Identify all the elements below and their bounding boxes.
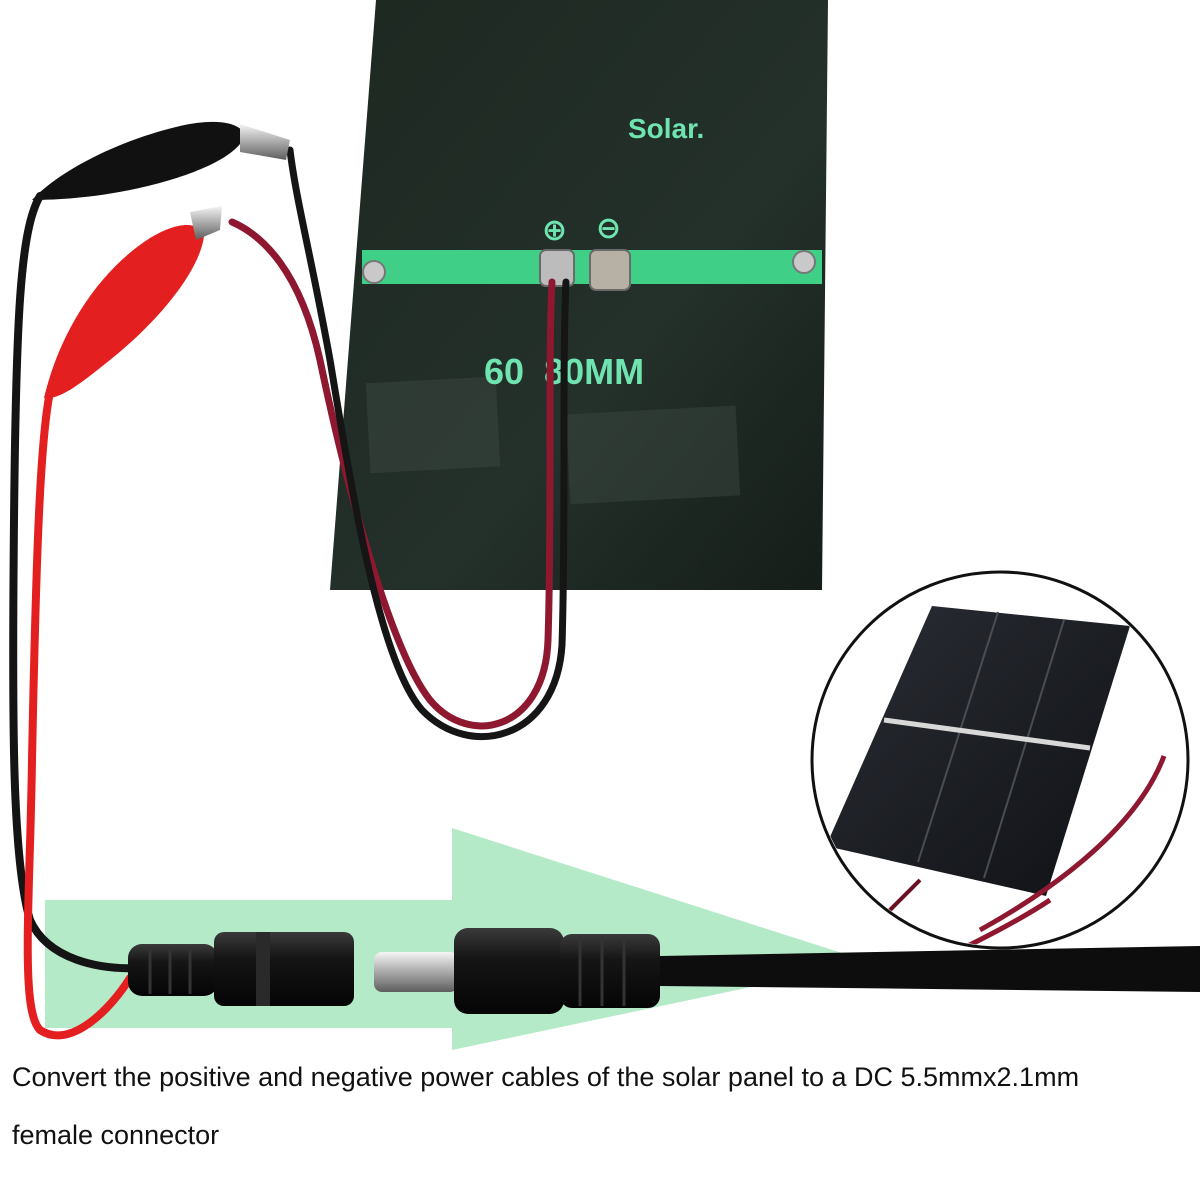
panel-lead-red bbox=[228, 218, 556, 730]
tape-strip-right bbox=[565, 405, 741, 505]
panel-inset bbox=[810, 570, 1190, 950]
clip-lead-black bbox=[9, 192, 144, 973]
screw-right bbox=[792, 250, 816, 274]
solder-pad-negative bbox=[589, 249, 631, 291]
screw-left bbox=[362, 260, 386, 284]
clip-lead-red bbox=[23, 388, 134, 1040]
panel-lead-black bbox=[286, 146, 570, 740]
solder-pad-positive bbox=[539, 249, 575, 287]
black-alligator-clip bbox=[32, 121, 290, 200]
red-alligator-clip bbox=[44, 206, 222, 399]
panel-brand-label: Solar. bbox=[628, 113, 704, 144]
tape-strip-left bbox=[365, 376, 501, 474]
female-dc-connector bbox=[128, 932, 354, 1006]
caption-line-2: female connector bbox=[12, 1120, 220, 1150]
positive-symbol: ⊕ bbox=[542, 213, 567, 248]
male-dc-connector bbox=[374, 928, 1200, 1014]
solar-panel-illustration: Solar. ⊕ ⊖ 60 80MM bbox=[9, 0, 1200, 1050]
negative-symbol: ⊖ bbox=[596, 211, 621, 246]
caption-line-1: Convert the positive and negative power … bbox=[12, 1062, 1080, 1092]
